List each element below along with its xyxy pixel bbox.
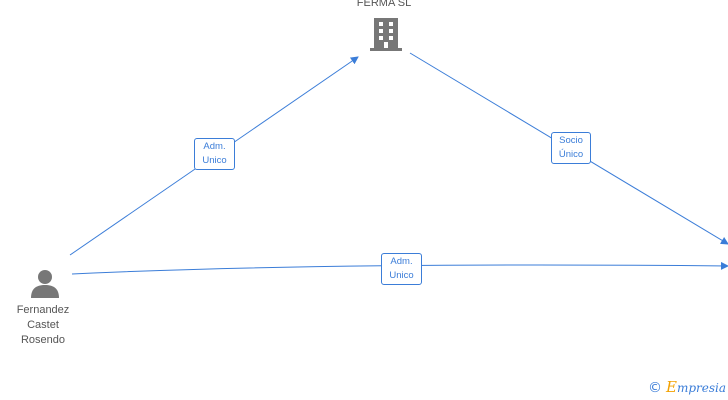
empresia-logo: ©Empresia xyxy=(648,378,726,396)
company-name[interactable]: FERMA SL xyxy=(356,0,412,9)
person-name-line-1: Fernandez xyxy=(16,304,70,316)
edge-label-company-to-right: Socio Único xyxy=(551,132,591,164)
person-name-line-2: Castet xyxy=(27,319,59,331)
edge-label-line-1: Adm. xyxy=(203,141,226,152)
edge-label-person-to-company: Adm. Unico xyxy=(194,138,235,170)
edge-label-person-to-right: Adm. Unico xyxy=(381,253,422,285)
edge-label-line-2: Unico xyxy=(202,155,227,166)
edge-person-to-right xyxy=(71,261,728,275)
person-icon[interactable] xyxy=(30,268,60,298)
building-icon[interactable] xyxy=(370,16,402,52)
edge-label-line-1: Adm. xyxy=(390,256,413,267)
person-name-line-3: Rosendo xyxy=(20,334,66,346)
person-name[interactable]: Fernandez Castet Rosendo xyxy=(3,303,83,348)
brand-rest: mpresia xyxy=(676,381,726,395)
brand-initial: E xyxy=(665,378,677,396)
edge-label-line-1: Socio xyxy=(559,135,583,146)
edge-label-line-2: Único xyxy=(558,149,584,160)
edge-label-line-2: Unico xyxy=(389,270,414,281)
copyright-icon: © xyxy=(647,380,662,396)
